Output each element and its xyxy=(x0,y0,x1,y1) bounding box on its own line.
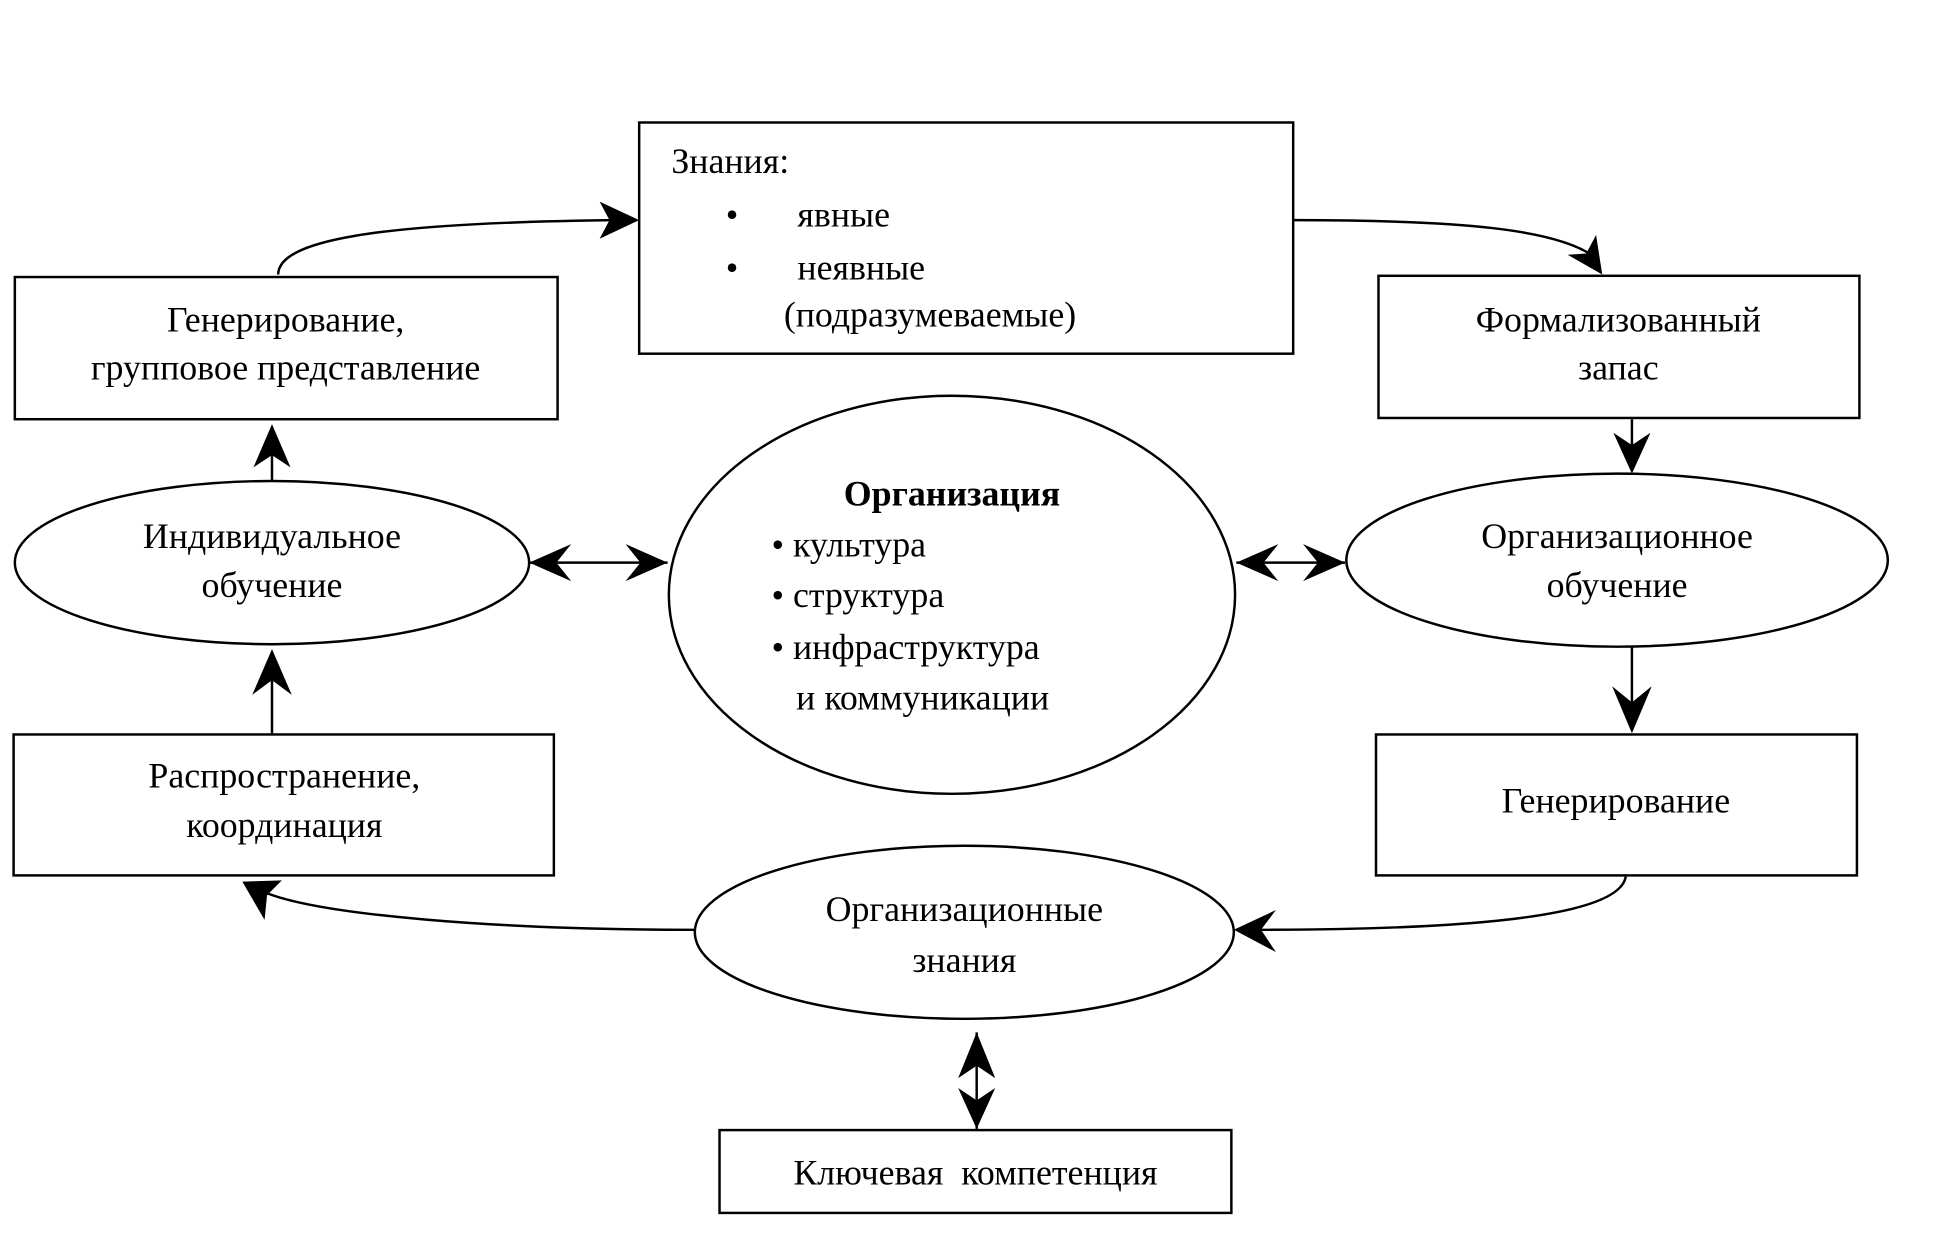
organizational-knowledge-line-2: знания xyxy=(912,940,1016,980)
generation-box: Генерирование xyxy=(1374,733,1859,877)
individual-learning-ellipse-frame xyxy=(13,479,531,646)
organizational-knowledge-ellipse: Организационные знания xyxy=(693,844,1236,1021)
individual-learning-ellipse: Индивидуальное обучение xyxy=(13,479,531,646)
dissemination-line-1: Распространение, xyxy=(148,756,420,796)
individual-learning-line-1: Индивидуальное xyxy=(143,516,401,556)
connectors xyxy=(242,201,1652,1129)
arrowhead-right-icon xyxy=(1303,544,1346,582)
organizational-knowledge-line-1: Организационные xyxy=(826,889,1104,929)
organizational-learning-line-1: Организационное xyxy=(1481,516,1753,556)
organization-item-structure: • структура xyxy=(771,575,944,615)
knowledge-box-title: Знания: xyxy=(671,141,789,181)
key-competence-box: Ключевая компетенция xyxy=(718,1128,1233,1215)
knowledge-explicit: явные xyxy=(797,194,890,234)
individual-learning-line-2: обучение xyxy=(202,565,343,605)
formalized-stock-box-frame xyxy=(1377,274,1861,420)
organizational-learning-ellipse-frame xyxy=(1345,472,1890,648)
knowledge-box: Знания: • явные • неявные (подразумеваем… xyxy=(637,121,1295,355)
arrowhead-left-icon xyxy=(1236,544,1279,582)
generation-group-box: Генерирование, групповое представление xyxy=(13,275,559,421)
arrowhead-down-icon xyxy=(1612,686,1652,734)
arrowhead-right-icon xyxy=(599,201,640,239)
arrow-org-knowledge-to-dissemination xyxy=(265,891,695,932)
knowledge-tacit-note: (подразумеваемые) xyxy=(784,294,1076,334)
organization-item-communications: и коммуникации xyxy=(796,678,1049,718)
arrowhead-up-icon xyxy=(253,424,291,468)
organizational-learning-ellipse: Организационное обучение xyxy=(1345,472,1890,648)
arrow-generation-to-knowledge xyxy=(276,218,619,275)
arrowhead-down-icon xyxy=(958,1088,996,1129)
generation-box-frame xyxy=(1374,733,1859,877)
key-competence-box-frame xyxy=(718,1128,1233,1215)
dissemination-box: Распространение, координация xyxy=(12,733,556,877)
generation-group-box-frame xyxy=(13,275,559,421)
arrowhead-up-icon xyxy=(958,1032,996,1079)
bullet-icon: • xyxy=(726,194,739,234)
organization-ellipse-frame xyxy=(667,394,1237,796)
arrowhead-right-icon xyxy=(625,544,668,582)
arrowhead-left-icon xyxy=(529,544,572,582)
organization-item-infrastructure: • инфраструктура xyxy=(771,627,1039,667)
arrowhead-down-icon xyxy=(1567,235,1603,275)
arrowhead-left-icon xyxy=(1233,910,1276,953)
arrowhead-up-icon xyxy=(252,649,292,695)
formalized-stock-box: Формализованный запас xyxy=(1377,274,1861,420)
formalized-stock-line-1: Формализованный xyxy=(1476,299,1761,339)
organization-ellipse: Организация • культура • структура • инф… xyxy=(667,394,1237,796)
dissemination-line-2: координация xyxy=(186,805,382,845)
generation-group-line-1: Генерирование, xyxy=(167,299,405,339)
generation-group-line-2: групповое представление xyxy=(91,348,481,388)
knowledge-box-frame xyxy=(637,121,1295,355)
organizational-learning-line-2: обучение xyxy=(1547,565,1688,605)
organization-item-culture: • культура xyxy=(771,524,926,564)
dissemination-box-frame xyxy=(12,733,556,877)
organization-title: Организация xyxy=(844,474,1060,514)
knowledge-tacit: неявные xyxy=(797,248,925,288)
arrowhead-down-icon xyxy=(1613,432,1651,474)
generation-label: Генерирование xyxy=(1502,780,1731,820)
arrowhead-left-icon xyxy=(242,880,282,920)
arrow-generation-to-org-knowledge xyxy=(1254,876,1627,932)
arrow-knowledge-to-formalized xyxy=(1293,218,1596,259)
bullet-icon: • xyxy=(726,248,739,288)
organizational-knowledge-ellipse-frame xyxy=(693,844,1236,1021)
key-competence-label: Ключевая компетенция xyxy=(793,1152,1157,1192)
formalized-stock-line-2: запас xyxy=(1578,348,1659,388)
